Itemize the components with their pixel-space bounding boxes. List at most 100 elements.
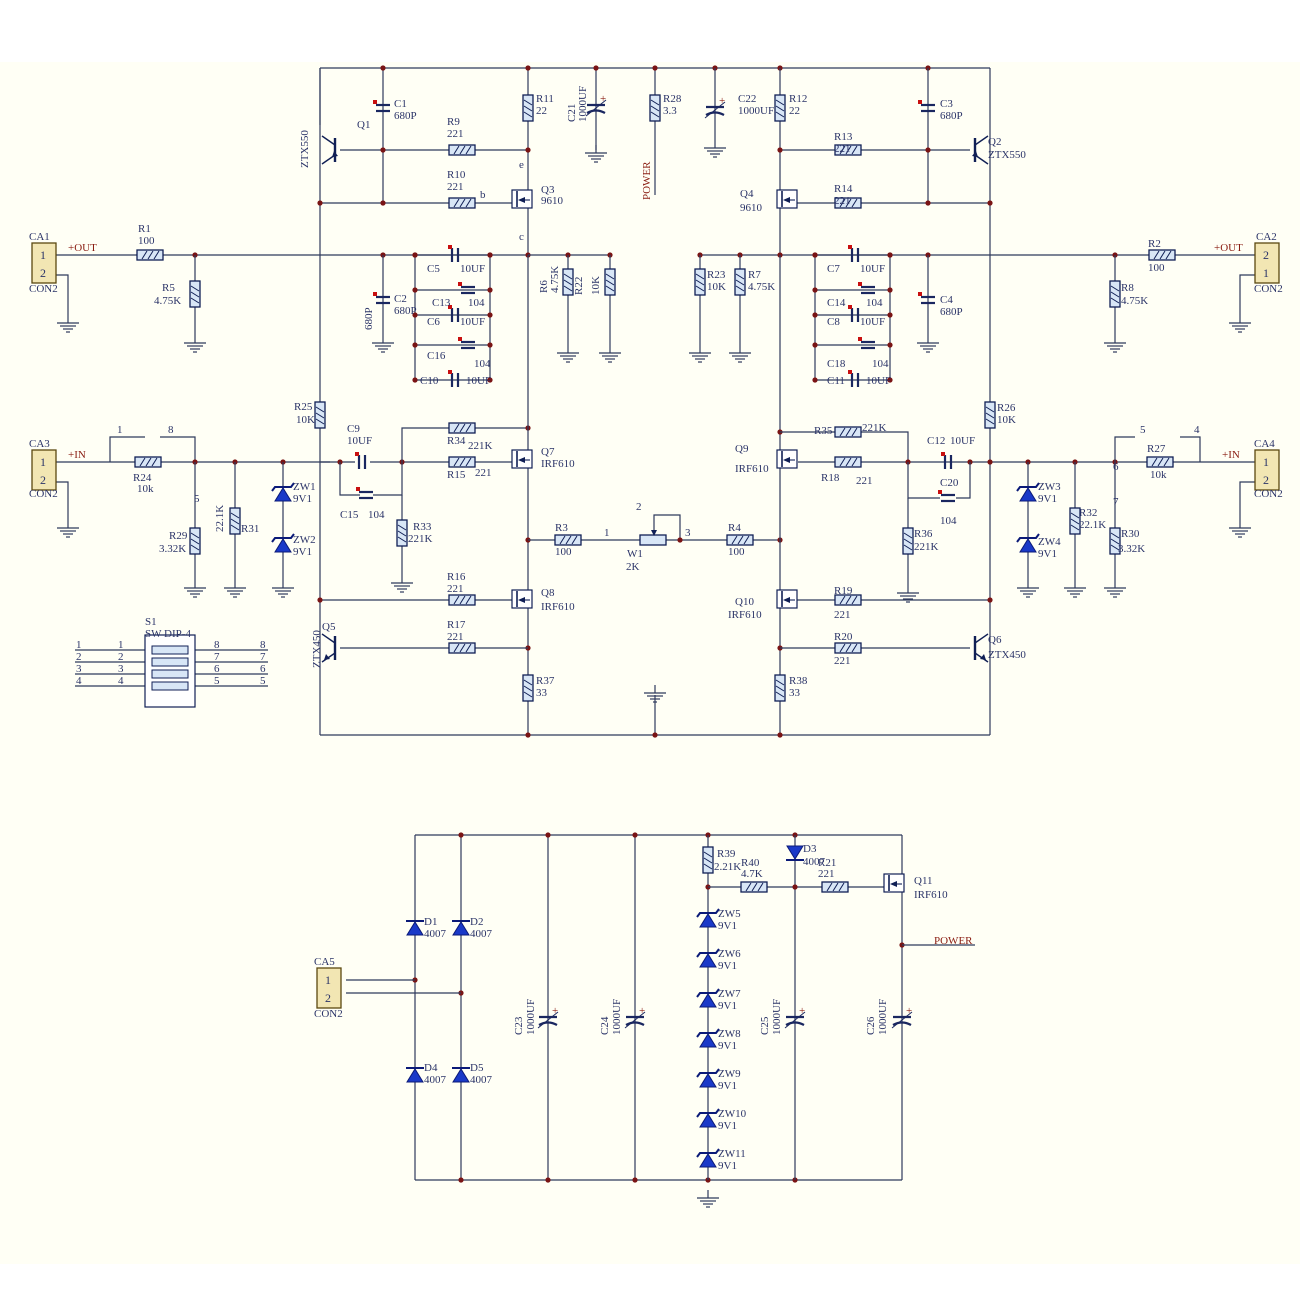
r2-ref-label: R2 — [1148, 238, 1161, 250]
r20-resistor — [834, 642, 862, 654]
r29-value-label: 3.32K — [159, 543, 186, 555]
pin-6-label: 7 — [1113, 496, 1119, 508]
polarity-mark — [448, 245, 452, 249]
plus-icon: + — [639, 1005, 645, 1017]
r5-resistor — [189, 280, 201, 308]
ca3-ref-label: CA3 — [29, 438, 50, 450]
polarity-mark — [448, 370, 452, 374]
ca2-connector: 21 — [1254, 242, 1280, 284]
r17-value-label: 221 — [447, 631, 464, 643]
resistor-hatch — [523, 679, 533, 698]
resistor-hatch — [731, 535, 750, 545]
r12-value-label: 22 — [789, 105, 800, 117]
q11-value-label: IRF610 — [914, 889, 948, 901]
r15-value-label: 221 — [475, 467, 492, 479]
trim-arrow — [585, 99, 607, 117]
ground-icon — [1229, 520, 1251, 538]
q7-ref-label: Q7 — [541, 446, 555, 458]
c2-value-label: 680P — [363, 307, 375, 330]
zw7-ref-label: ZW7 — [718, 988, 741, 1000]
diode-body — [274, 487, 292, 502]
mosfet-arrow-icon — [783, 597, 790, 603]
polarity-mark — [356, 487, 360, 491]
zener-bar — [271, 533, 295, 543]
q3-ref-label: Q3 — [541, 184, 555, 196]
r34-resistor — [448, 422, 476, 434]
polarity-mark — [941, 452, 945, 456]
r8-ref-label: R8 — [1121, 282, 1134, 294]
c26-electrolytic-capacitor: + — [891, 1005, 913, 1029]
c18-value-label: 104 — [872, 358, 889, 370]
ground-icon — [391, 575, 413, 593]
dip-left-pin-inner: 4 — [118, 675, 124, 687]
q11-mosfet — [883, 873, 905, 893]
dip-slider[interactable] — [151, 681, 189, 691]
zw8-ref-label: ZW8 — [718, 1028, 741, 1040]
dip-right-pin-outer: 8 — [260, 639, 266, 651]
c8-value-label: 10UF — [860, 316, 885, 328]
dip-right-pin-inner: 6 — [214, 663, 220, 675]
w1-potentiometer — [639, 530, 667, 546]
c14-value-label: 104 — [866, 297, 883, 309]
dip-slider[interactable] — [151, 657, 189, 667]
r34-value-label: 221K — [468, 440, 493, 452]
junction-dot — [812, 342, 818, 348]
r11-resistor — [522, 94, 534, 122]
mosfet-arrow-icon — [890, 881, 897, 887]
junction-dot — [487, 342, 493, 348]
zener-bar — [1016, 533, 1040, 543]
diode-body — [699, 1073, 717, 1088]
ca3-connector: 12 — [31, 449, 57, 491]
resistor-hatch — [839, 145, 858, 155]
c26-ref-label: C26 — [865, 1016, 877, 1035]
resistor-hatch — [839, 595, 858, 605]
c2-value-label: 680P — [394, 305, 417, 317]
c25-ref-label: C25 — [759, 1016, 771, 1035]
zw3-ref-label: ZW3 — [1038, 481, 1061, 493]
zw5-value-label: 9V1 — [718, 920, 737, 932]
junction-dot — [317, 200, 323, 206]
zw1-ref-label: ZW1 — [293, 481, 316, 493]
c3-value-label: 680P — [940, 110, 963, 122]
resistor-hatch — [1153, 250, 1172, 260]
dip-pin-4: 4 — [1194, 424, 1200, 436]
dip-slider[interactable] — [151, 669, 189, 679]
connector-pin-label: 1 — [325, 973, 331, 987]
junction-dot — [812, 377, 818, 383]
c1-value-label: 680P — [394, 110, 417, 122]
r24-ref-label: R24 — [133, 472, 152, 484]
junction-dot — [887, 252, 893, 258]
transistor-collector — [974, 135, 989, 146]
ca1-ref-label: CA1 — [29, 231, 50, 243]
ca5-connector: 12 — [316, 967, 342, 1009]
q7-value-label: IRF610 — [541, 458, 575, 470]
c11-value-label: 10UF — [866, 375, 891, 387]
mosfet-arrow-icon — [518, 597, 525, 603]
pin-e-label: e — [519, 159, 524, 171]
ground-icon — [1064, 580, 1086, 598]
r26-value-label: 10K — [997, 414, 1016, 426]
r11-value-label: 22 — [536, 105, 547, 117]
junction-dot — [987, 459, 993, 465]
q5-ref-label: Q5 — [322, 621, 336, 633]
d1-value-label: 4007 — [424, 928, 447, 940]
dip-slider[interactable] — [151, 645, 189, 655]
r13-ref-label: R13 — [834, 131, 853, 143]
dip-left-pin-inner: 2 — [118, 651, 124, 663]
dip-left-pin-outer: 1 — [76, 639, 82, 651]
resistor-hatch — [839, 457, 858, 467]
junction-dot — [412, 312, 418, 318]
r39-ref-label: R39 — [717, 848, 736, 860]
pin-f-label: 6 — [1113, 461, 1119, 473]
connector-pin-label: 2 — [325, 991, 331, 1005]
ground-icon — [184, 580, 206, 598]
q7-mosfet — [511, 449, 533, 469]
junction-dot — [487, 252, 493, 258]
diode-body — [699, 913, 717, 928]
ground-icon — [1104, 335, 1126, 353]
c4-capacitor — [918, 292, 935, 305]
r11-ref-label: R11 — [536, 93, 554, 105]
c15-capacitor — [356, 487, 373, 500]
junction-dot — [652, 65, 658, 71]
diode-body — [699, 1113, 717, 1128]
